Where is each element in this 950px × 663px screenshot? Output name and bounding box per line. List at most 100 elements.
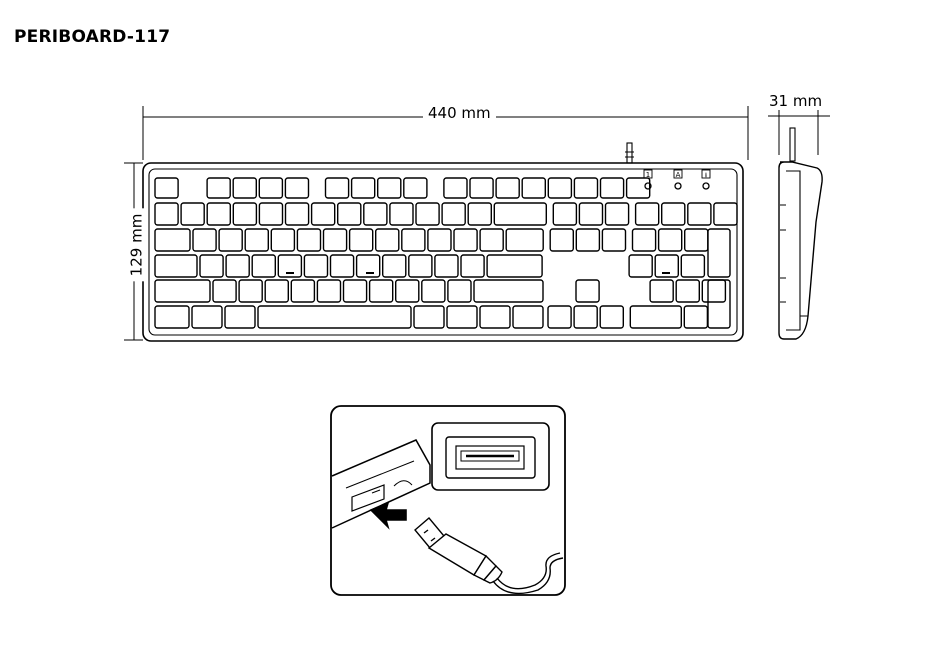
key: [213, 280, 236, 302]
key: [487, 255, 542, 277]
height-label: 129 mm: [127, 209, 145, 282]
key: [442, 203, 465, 225]
usb-plug-icon: [415, 518, 502, 583]
key: [252, 255, 275, 277]
key: [470, 178, 493, 198]
key: [383, 255, 406, 277]
key: [259, 178, 282, 198]
key: [192, 306, 222, 328]
key: [630, 306, 681, 328]
key: [225, 306, 255, 328]
keyboard-side-view: [779, 128, 822, 339]
key: [338, 203, 361, 225]
key: [548, 306, 571, 328]
key: [714, 203, 737, 225]
key: [233, 178, 256, 198]
key: [685, 229, 708, 251]
depth-dimension-line: [768, 108, 830, 155]
key: [684, 306, 707, 328]
key: [378, 178, 401, 198]
key: [636, 203, 659, 225]
key: [376, 229, 399, 251]
key: [550, 229, 573, 251]
key: [181, 203, 204, 225]
key: [548, 178, 571, 198]
key: [265, 280, 288, 302]
key: [506, 229, 543, 251]
key: [219, 229, 242, 251]
key: [352, 178, 375, 198]
key: [461, 255, 484, 277]
key: [576, 280, 599, 302]
usb-connection-diagram: [331, 406, 565, 595]
key: [579, 203, 602, 225]
key: [428, 229, 451, 251]
key: [291, 280, 314, 302]
scroll-lock-indicator: [703, 183, 709, 189]
key: [207, 203, 230, 225]
key: [448, 280, 471, 302]
keys-group: [155, 178, 737, 328]
key: [239, 280, 262, 302]
key: [601, 178, 624, 198]
key: [513, 306, 543, 328]
key: [409, 255, 432, 277]
key: [702, 280, 725, 302]
key: [350, 229, 373, 251]
key: [629, 255, 652, 277]
key: [304, 255, 327, 277]
key: [226, 255, 249, 277]
key: [447, 306, 477, 328]
key: [600, 306, 623, 328]
key: [522, 178, 545, 198]
key: [207, 178, 230, 198]
key: [553, 203, 576, 225]
key: [324, 229, 347, 251]
insert-arrow-icon: [371, 503, 406, 527]
key: [155, 203, 178, 225]
key: [364, 203, 387, 225]
key: [480, 229, 503, 251]
key: [416, 203, 439, 225]
key: [574, 306, 597, 328]
key: [285, 178, 308, 198]
key: [396, 280, 419, 302]
key: [245, 229, 268, 251]
key: [662, 203, 685, 225]
key: [681, 255, 704, 277]
key: [494, 203, 546, 225]
width-label: 440 mm: [423, 104, 496, 122]
key: [271, 229, 294, 251]
key: [454, 229, 477, 251]
key: [402, 229, 425, 251]
key: [155, 229, 190, 251]
key: [422, 280, 445, 302]
caps-lock-indicator-label: A: [676, 171, 681, 179]
key: [496, 178, 519, 198]
key: [676, 280, 699, 302]
key: [370, 280, 393, 302]
key: [574, 178, 597, 198]
key: [286, 203, 309, 225]
key: [155, 178, 178, 198]
num-lock-indicator-label: 1: [646, 171, 650, 179]
key: [708, 280, 730, 328]
key: [233, 203, 256, 225]
key: [312, 203, 335, 225]
key: [576, 229, 599, 251]
key: [155, 255, 197, 277]
key: [708, 229, 730, 277]
key: [193, 229, 216, 251]
depth-label: 31 mm: [768, 92, 823, 110]
caps-lock-indicator: [675, 183, 681, 189]
key: [633, 229, 656, 251]
key: [602, 229, 625, 251]
key: [390, 203, 413, 225]
key: [659, 229, 682, 251]
key: [480, 306, 510, 328]
key: [404, 178, 427, 198]
key: [155, 280, 210, 302]
key: [258, 306, 411, 328]
